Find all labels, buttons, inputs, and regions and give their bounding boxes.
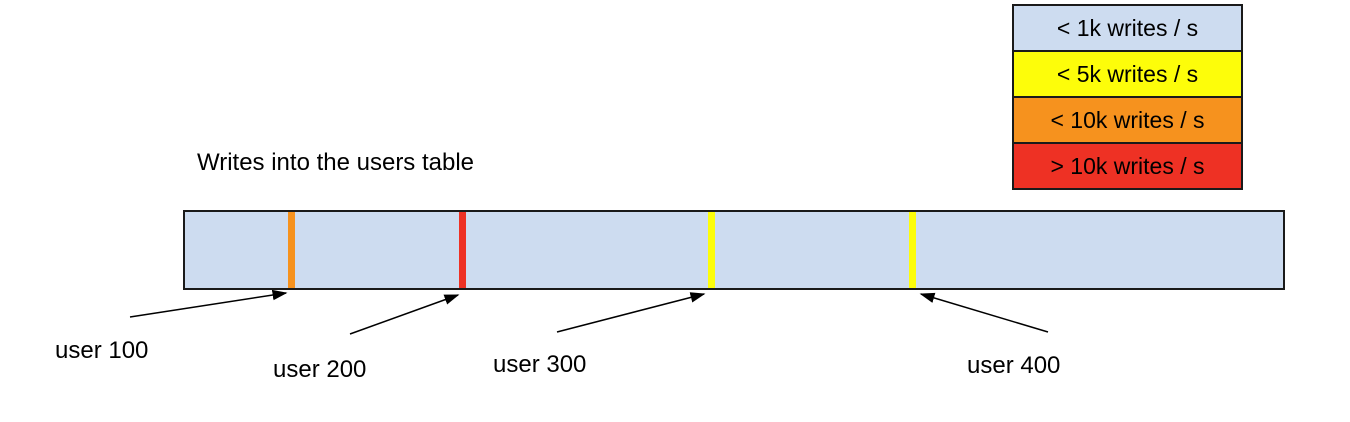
legend-item-label: < 1k writes / s [1056, 14, 1199, 41]
hotspot-stripe-user-200 [459, 212, 466, 288]
label-user-100: user 100 [55, 337, 149, 364]
legend-item-lt-5k: < 5k writes / s [1014, 50, 1241, 96]
label-user-400: user 400 [967, 352, 1061, 379]
users-table-bar [183, 210, 1285, 290]
legend-item-gt-10k: > 10k writes / s [1014, 142, 1241, 188]
hotspot-stripe-user-100 [288, 212, 295, 288]
legend: < 1k writes / s < 5k writes / s < 10k wr… [1012, 4, 1243, 190]
label-user-300: user 300 [493, 351, 587, 378]
legend-item-lt-1k: < 1k writes / s [1014, 6, 1241, 50]
legend-item-lt-10k: < 10k writes / s [1014, 96, 1241, 142]
arrow-user-400 [919, 292, 1049, 333]
arrow-user-300 [556, 292, 706, 333]
legend-item-label: > 10k writes / s [1050, 152, 1205, 179]
hotspot-stripe-user-400 [909, 212, 916, 288]
arrow-user-100 [129, 289, 288, 318]
legend-item-label: < 5k writes / s [1056, 60, 1199, 87]
label-user-200: user 200 [273, 356, 367, 383]
arrow-user-200 [349, 294, 460, 335]
legend-item-label: < 10k writes / s [1050, 106, 1205, 133]
diagram-title: Writes into the users table [197, 149, 475, 176]
hotspot-stripe-user-300 [708, 212, 715, 288]
